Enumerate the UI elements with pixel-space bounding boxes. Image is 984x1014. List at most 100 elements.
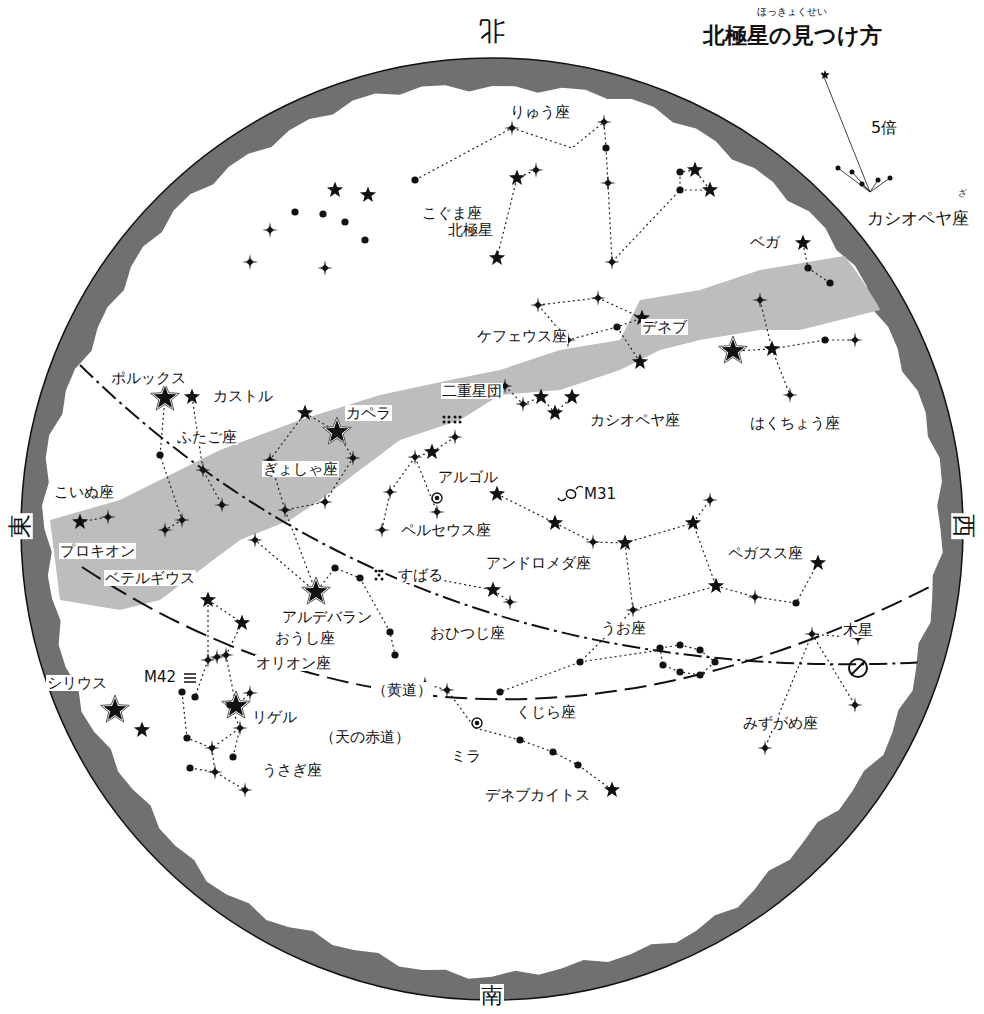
star-label: ミラ [450,748,482,765]
medium-star [507,599,513,605]
star [489,486,505,501]
medium-star [809,631,815,637]
star-label: ぎょしゃ座 [262,461,339,478]
medium-star [322,265,328,271]
constellation-line [580,650,660,662]
galaxy-symbol [558,486,584,500]
nebula-symbol [184,674,196,682]
medium-star [504,120,520,136]
star [509,170,525,185]
medium-star [752,594,758,600]
star-label: ケフェウス座 [476,328,568,345]
medium-star [434,509,440,515]
star [810,555,826,570]
constellation-line [425,684,612,790]
medium-star [209,649,225,665]
star-label: （黄道） [371,682,433,699]
constellation-line [208,600,242,623]
faint-star [391,651,398,658]
medium-star [374,522,390,538]
bright-star [222,691,251,718]
star-label: デネブカイトス [484,787,591,804]
furigana: ほっきょくせい [756,6,828,17]
medium-star [322,499,328,505]
faint-star [576,658,583,665]
faint-star [516,736,523,743]
faint-star [792,599,799,606]
medium-star [707,497,713,503]
medium-star [162,527,168,533]
star-label: ペガスス座 [727,545,804,562]
bright-star [326,420,349,442]
medium-star [412,454,418,460]
star-label: こいぬ座 [53,484,115,501]
constellation-line [192,397,222,505]
medium-star [379,527,385,533]
star [632,354,648,369]
star [708,578,724,593]
star [564,389,580,404]
medium-star [625,602,641,618]
medium-star [847,697,863,713]
faint-star [549,748,556,755]
medium-star [752,292,768,308]
medium-star [520,401,526,407]
medium-star [804,626,820,642]
constellation-line [195,660,208,697]
medium-star [585,534,601,550]
star-label: みずがめ座 [742,715,819,732]
bright-star [305,580,328,602]
star-label: シリウス [46,675,108,692]
star-label: 二重星団 [441,383,503,400]
medium-star [247,690,253,696]
medium-star [702,492,718,508]
medium-star [247,259,253,265]
faint-star [696,671,703,678]
constellation-line [760,300,790,395]
medium-star [345,450,361,466]
medium-star [242,254,258,270]
bright-star [104,698,127,720]
medium-star [509,125,515,131]
bright-star [225,694,248,716]
medium-star [218,647,234,663]
star-label: ペルセウス座 [400,522,492,539]
constellation-line [660,645,715,675]
star [702,182,718,197]
medium-star [242,685,258,701]
medium-star [590,539,596,545]
medium-star [267,227,273,233]
star-label: ふたご座 [176,429,238,446]
equator-line [82,567,962,699]
star-label: リゲル [251,709,298,726]
star [547,405,563,420]
constellation-line [415,457,437,512]
faint-star [186,764,193,771]
star [134,722,150,737]
medium-star [382,484,398,500]
star-label: M31 [583,486,617,503]
star [424,444,440,459]
faint-star [319,210,326,217]
star [604,782,620,797]
star [200,592,216,607]
faint-star [386,628,393,635]
star-label: ベテルギウス [104,570,196,587]
star [533,389,549,404]
medium-star [601,119,607,125]
faint-star [613,323,620,330]
star [489,250,505,265]
constellation-line [733,340,855,351]
faint-star [496,688,503,695]
variable-star-symbol [432,493,442,503]
faint-star [178,688,185,695]
star-label: オリオン座 [255,655,332,672]
faint-star [804,264,811,271]
star [184,389,200,404]
medium-star [223,652,229,658]
star-label: アルデバラン [281,609,373,626]
medium-star [407,449,423,465]
medium-star [157,522,173,538]
